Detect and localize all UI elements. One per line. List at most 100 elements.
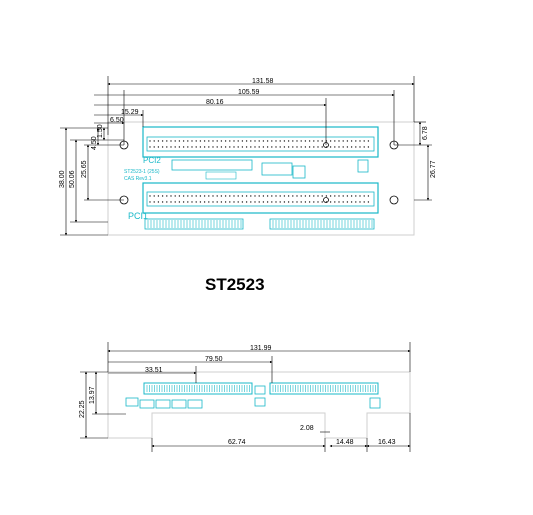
pin (363, 140, 365, 142)
dim-left4: 38.00 (59, 170, 66, 188)
pin (254, 146, 256, 148)
mounting-holes (119, 140, 399, 205)
pin (208, 195, 210, 197)
pin (250, 140, 252, 142)
pin (182, 195, 185, 197)
pin (359, 195, 361, 197)
pin (266, 140, 269, 142)
pin (170, 195, 172, 197)
pin (304, 146, 307, 148)
pin (367, 146, 370, 148)
top-left-dims (60, 127, 124, 236)
board-model-text: ST2523-1 (25S) (124, 169, 160, 175)
pin (203, 140, 206, 142)
hole (389, 195, 399, 205)
hole (323, 197, 329, 203)
pin (346, 140, 349, 142)
pin (296, 195, 298, 197)
pin (195, 146, 197, 148)
pin (178, 146, 181, 148)
pin (308, 146, 311, 148)
pin (266, 201, 269, 203)
pin (271, 140, 273, 142)
pin (233, 201, 235, 203)
pin (157, 146, 160, 148)
pin (212, 201, 214, 203)
pin (216, 146, 218, 148)
pin (287, 146, 290, 148)
top-view: PCI2 PCI1 ST2523-1 (25S) CAS Rev3.1 131.… (59, 76, 437, 236)
pin (212, 195, 214, 197)
pin (170, 140, 172, 142)
pin (241, 140, 244, 142)
dim-span5: 6.50 (110, 117, 124, 124)
pin (329, 140, 332, 142)
pin (208, 140, 210, 142)
bottom-view: 131.99 79.50 33.51 22.25 13.97 62.74 2.0… (79, 342, 411, 452)
dim-left3: 25.65 (81, 160, 88, 178)
pin (355, 140, 357, 142)
pin (334, 146, 336, 148)
pin (296, 201, 298, 203)
pin (359, 201, 361, 203)
pin (317, 195, 319, 197)
pin (313, 195, 315, 197)
pin (250, 201, 252, 203)
bottom-slot-right (269, 382, 379, 395)
pin (237, 201, 239, 203)
pin (359, 140, 361, 142)
bottom-dim-b2: 2.08 (300, 425, 314, 432)
pin (178, 195, 181, 197)
pin (296, 140, 298, 142)
pin (321, 146, 323, 148)
pin (174, 201, 176, 203)
pin (203, 195, 206, 197)
top-horizontal-dims (94, 76, 415, 145)
pin (245, 146, 248, 148)
pin (266, 195, 269, 197)
pin-row-pci1 (149, 195, 370, 203)
pin (153, 140, 155, 142)
bottom-dim-span2: 79.50 (205, 356, 223, 363)
pin (254, 140, 256, 142)
pin (216, 201, 218, 203)
pin (329, 146, 332, 148)
pin (359, 146, 361, 148)
pin (271, 195, 273, 197)
pin (153, 201, 155, 203)
pin (279, 146, 281, 148)
pin (308, 201, 311, 203)
pin (313, 140, 315, 142)
pin (367, 140, 370, 142)
pin (317, 146, 319, 148)
pin (350, 195, 353, 197)
bottom-dims (80, 342, 411, 452)
pin (245, 140, 248, 142)
pin (266, 146, 269, 148)
pin (275, 201, 277, 203)
pin (334, 201, 336, 203)
pin (166, 201, 168, 203)
pin (287, 201, 290, 203)
pin (241, 201, 244, 203)
pin-row-pci2 (149, 140, 370, 148)
pin (300, 201, 302, 203)
pin (224, 146, 227, 148)
pin (258, 140, 260, 142)
dim-span4: 15.29 (121, 109, 139, 116)
pin (350, 201, 353, 203)
pin (279, 201, 281, 203)
pin (191, 146, 193, 148)
pin (287, 195, 290, 197)
dim-overall: 131.58 (252, 78, 274, 85)
bottom-pin-rows (146, 385, 376, 392)
pin (229, 146, 231, 148)
pin (195, 140, 197, 142)
pin (195, 195, 197, 197)
pin (363, 195, 365, 197)
pin (250, 146, 252, 148)
pin (313, 201, 315, 203)
pin (153, 195, 155, 197)
pin (329, 201, 332, 203)
